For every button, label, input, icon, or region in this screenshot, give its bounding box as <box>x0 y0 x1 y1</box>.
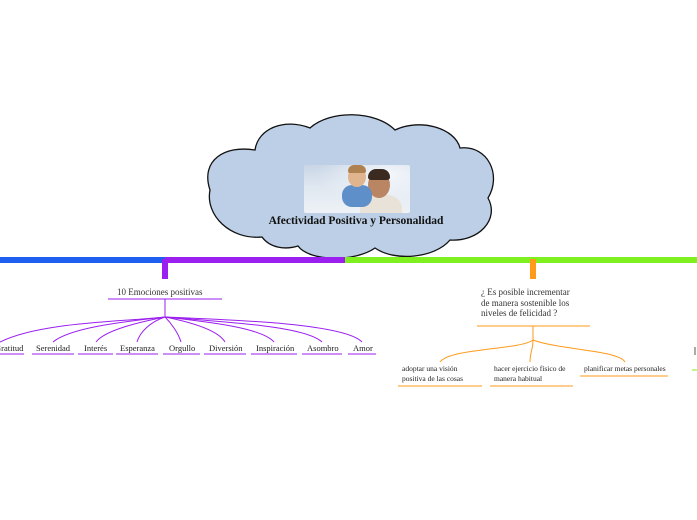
emocion-interes[interactable]: Interés <box>84 343 108 353</box>
branch-connector-pregunta <box>530 259 536 279</box>
pregunta-underlines <box>398 375 668 387</box>
emocion-asombro[interactable]: Asombro <box>307 343 339 353</box>
pregunta-connectors <box>439 339 626 363</box>
emocion-serenidad[interactable]: Serenidad <box>36 343 70 353</box>
idea-ejercicio-line-1: hacer ejercicio físico de <box>494 364 566 373</box>
emociones-connectors <box>0 316 363 343</box>
branch-connector-emociones <box>162 259 168 279</box>
emocion-esperanza[interactable]: Esperanza <box>120 343 155 353</box>
emocion-diversion[interactable]: Diversión <box>209 343 243 353</box>
pregunta-line-2: de manera sostenible los <box>481 297 570 308</box>
idea-ejercicio-line-2: manera habitual <box>494 373 543 383</box>
idea-vision-line-1: adoptar una visión <box>402 364 458 373</box>
emocion-inspiracion[interactable]: Inspiración <box>256 343 295 353</box>
timeline-segment-left <box>0 257 165 263</box>
emocion-gratitud[interactable]: Gratitud <box>0 343 24 353</box>
pregunta-line-1: ¿ Es posible incrementar <box>481 287 570 297</box>
timeline-segment-middle <box>165 257 345 263</box>
idea-metas-personales[interactable]: planificar metas personales <box>584 364 666 374</box>
timeline-segment-right <box>345 257 697 263</box>
idea-vision-line-2: positiva de las cosas <box>402 373 464 383</box>
idea-vision-positiva[interactable]: adoptar una visión positiva de las cosas <box>402 364 463 383</box>
pregunta-line-3: niveles de felicidad ? <box>481 308 558 318</box>
emocion-amor[interactable]: Amor <box>353 343 373 353</box>
central-topic-title[interactable]: Afectividad Positiva y Personalidad <box>268 215 444 227</box>
idea-ejercicio-fisico[interactable]: hacer ejercicio físico de manera habitua… <box>494 364 565 383</box>
branch-pregunta-felicidad[interactable]: ¿ Es posible incrementar de manera soste… <box>481 287 570 319</box>
idea-metas-line-1: planificar metas personales <box>584 364 666 373</box>
emocion-orgullo[interactable]: Orgullo <box>169 343 196 353</box>
branch-emociones-positivas[interactable]: 10 Emociones positivas <box>117 287 203 297</box>
central-topic-photo <box>304 165 410 213</box>
